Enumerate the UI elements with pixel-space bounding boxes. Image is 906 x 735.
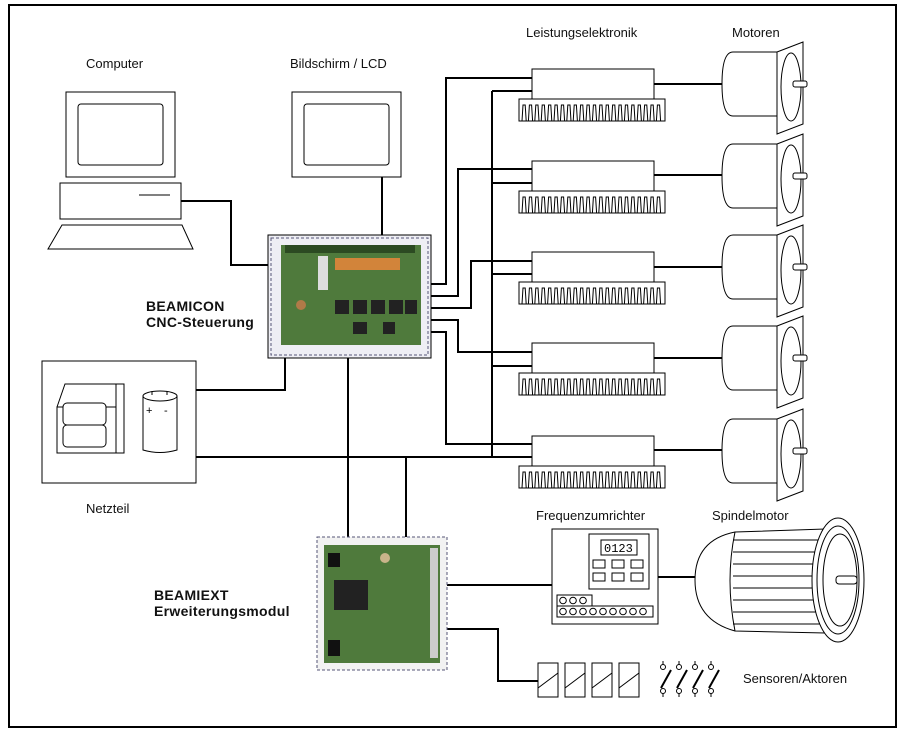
capacitor-minus-label: - — [164, 405, 168, 417]
driver-box — [531, 251, 655, 283]
extension-label-name: BEAMIEXT — [154, 587, 229, 603]
power-supply-label: Netzteil — [86, 501, 130, 516]
computer-icon — [47, 91, 194, 250]
display-icon — [291, 91, 402, 178]
heatsink-icon — [518, 281, 666, 305]
inverter-display-readout: 0123 — [604, 542, 633, 556]
cnc-controller-board — [267, 234, 432, 359]
power-electronics-label: Leistungselektronik — [526, 25, 638, 40]
stepper-motor-icon — [721, 408, 808, 502]
stepper-motor-icon — [721, 133, 808, 227]
driver-4 — [518, 315, 808, 409]
stepper-motor-icon — [721, 315, 808, 409]
heatsink-icon — [518, 98, 666, 122]
computer-label: Computer — [86, 56, 144, 71]
driver-1 — [518, 41, 808, 135]
driver-3 — [518, 224, 808, 318]
driver-box — [531, 435, 655, 467]
stepper-motor-icon — [721, 224, 808, 318]
driver-box — [531, 160, 655, 192]
wiring — [181, 77, 722, 682]
extension-label-desc: Erweiterungsmodul — [154, 603, 290, 619]
transformer-icon — [56, 383, 125, 454]
switch-icon — [708, 661, 720, 697]
sensors-actuators-label: Sensoren/Aktoren — [743, 671, 848, 686]
switch-icon — [660, 661, 672, 697]
frequency-converter — [551, 528, 659, 625]
sensors-actuators-icons — [537, 661, 720, 698]
power-supply — [41, 360, 197, 484]
spindle-motor-icon — [694, 517, 865, 643]
controller-label-desc: CNC-Steuerung — [146, 314, 255, 330]
display-label: Bildschirm / LCD — [290, 56, 387, 71]
capacitor-icon — [142, 390, 178, 453]
switch-icon — [676, 661, 688, 697]
driver-box — [531, 68, 655, 100]
power-electronics-group — [518, 41, 808, 502]
capacitor-plus-label: + — [146, 405, 152, 417]
switch-icon — [692, 661, 704, 697]
heatsink-icon — [518, 190, 666, 214]
heatsink-icon — [518, 465, 666, 489]
extension-module-board — [316, 536, 448, 671]
driver-5 — [518, 408, 808, 502]
spindle-motor-label: Spindelmotor — [712, 508, 789, 523]
motors-label: Motoren — [732, 25, 780, 40]
controller-label-name: BEAMICON — [146, 298, 225, 314]
stepper-motor-icon — [721, 41, 808, 135]
driver-box — [531, 342, 655, 374]
frequency-converter-label: Frequenzumrichter — [536, 508, 646, 523]
driver-2 — [518, 133, 808, 227]
outer-frame — [8, 4, 897, 728]
heatsink-icon — [518, 372, 666, 396]
